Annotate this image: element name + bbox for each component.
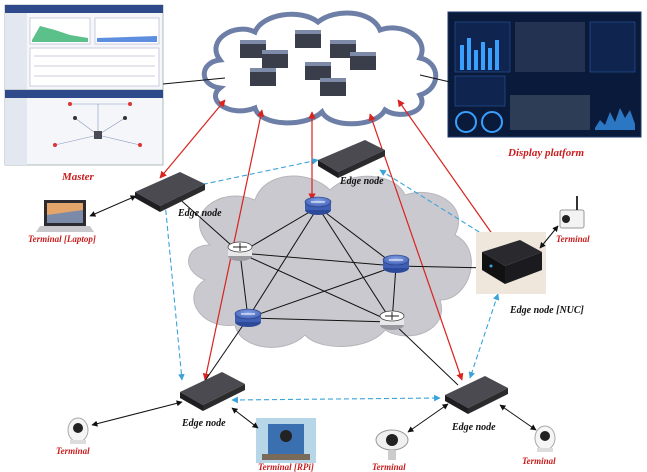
terminal-bottom-left-label: Terminal — [56, 446, 90, 456]
switch-icon — [304, 196, 332, 215]
terminal-bottom-mid-link — [407, 403, 449, 433]
terminal-right-label: Terminal — [556, 234, 590, 244]
edge-node-device-left — [135, 172, 205, 212]
edge-node-bottom-right-label: Edge node — [452, 422, 496, 433]
laptop-icon — [36, 200, 94, 232]
display-platform-screen — [447, 11, 642, 138]
core-links — [174, 194, 491, 389]
terminal-bottom-mid-label: Terminal — [372, 462, 406, 472]
edge-node-device-top — [318, 140, 385, 178]
edge-node-nuc-device — [476, 232, 546, 294]
terminal-right-link — [539, 225, 559, 249]
edge-node-device-bottom-left — [180, 372, 245, 411]
switch-icon — [234, 308, 262, 327]
master-dashboard-panel-bottom — [4, 89, 164, 166]
edge-node-bottom-left-label: Edge node — [182, 418, 226, 429]
master-cloud-link — [162, 77, 226, 85]
terminal-rpi-label: Terminal [RPi] — [258, 462, 314, 472]
cloud-label: Cloud — [243, 88, 271, 100]
terminal-bottom-right-link — [499, 404, 537, 431]
terminal-rpi-link — [231, 407, 259, 429]
router-icon — [227, 241, 253, 261]
switch-icon — [382, 254, 410, 273]
display-cloud-link — [419, 74, 451, 83]
edge-node-nuc-label: Edge node [NUC] — [510, 305, 584, 316]
rpi-camera-icon — [256, 418, 316, 463]
camera-icon — [67, 417, 89, 444]
router-icon — [379, 310, 405, 330]
edge-node-left-label: Edge node — [178, 208, 222, 219]
camera-icon — [534, 425, 556, 452]
terminal-bottom-right-label: Terminal — [522, 456, 556, 466]
edge-mesh-links — [162, 157, 500, 404]
edge-node-device-bottom-right — [445, 376, 508, 414]
master-dashboard-panel-top — [4, 4, 164, 91]
master-label: Master — [62, 171, 94, 183]
terminal-laptop-label: Terminal [Laptop] — [28, 234, 96, 244]
terminal-bottom-left-link — [91, 400, 183, 427]
display-platform-label: Display platform — [508, 147, 585, 159]
camera-icon — [375, 429, 409, 460]
server-rack-icon — [240, 30, 376, 96]
camera-icon — [559, 196, 585, 229]
laptop-link — [89, 195, 137, 217]
edge-node-top-label: Edge node — [340, 176, 384, 187]
